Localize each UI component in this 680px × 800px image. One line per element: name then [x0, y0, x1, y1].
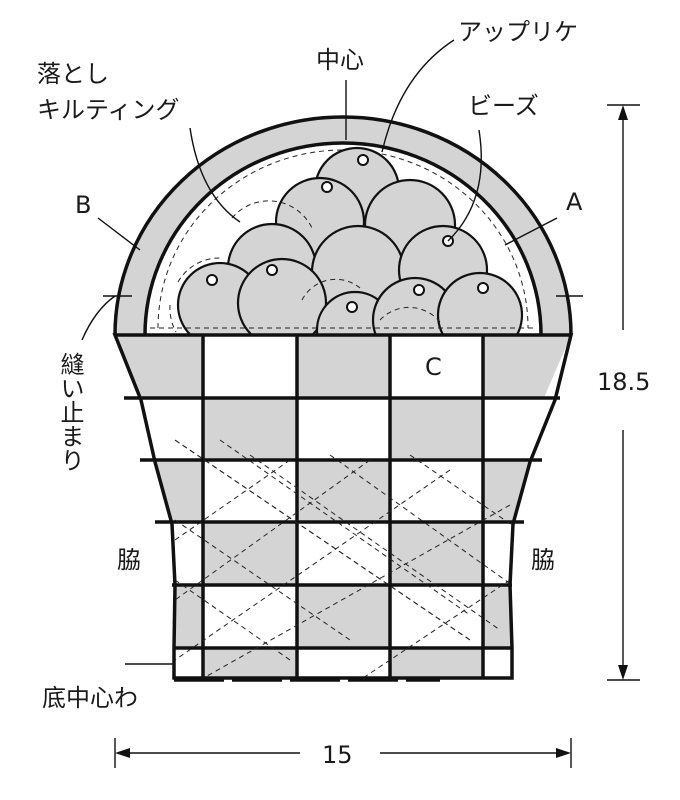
height-dimension	[607, 104, 640, 681]
checker-cell	[203, 522, 297, 585]
checker-cell	[297, 648, 390, 678]
height-dimension-value: 18.5	[597, 368, 650, 396]
width-dimension-value: 15	[322, 741, 353, 769]
checker-cell	[483, 335, 571, 398]
checker-cell	[483, 648, 571, 678]
bead-icon	[346, 301, 358, 313]
part-a-label: A	[566, 188, 583, 216]
bead-icon	[413, 284, 425, 296]
leader-lines	[81, 39, 558, 665]
checker-cell	[297, 335, 390, 398]
otoshi-quilting-label-1: 落とし	[37, 60, 109, 88]
quilting-diagonals	[174, 439, 513, 678]
checker-cell	[297, 398, 390, 460]
beads	[206, 154, 489, 313]
checker-cell	[390, 522, 483, 585]
checker-cell	[483, 460, 571, 522]
side-label-right: 脇	[531, 546, 555, 574]
checker-cell	[483, 398, 571, 460]
bottom-center-fold-label: 底中心わ	[42, 684, 138, 712]
part-b-label: B	[75, 191, 91, 219]
bead-icon	[357, 154, 369, 166]
checker-cell	[203, 335, 297, 398]
checker-cell	[390, 398, 483, 460]
bead-icon	[206, 274, 218, 286]
checker-cell	[483, 585, 571, 648]
checker-cell	[297, 460, 390, 522]
applique-label: アップリケ	[458, 18, 578, 46]
sewing-stop-label: 縫い止まり	[56, 352, 84, 472]
checker-cell	[390, 648, 483, 678]
bead-icon	[321, 181, 333, 193]
checker-cell	[203, 585, 297, 648]
basket-body	[112, 333, 574, 680]
checker-cell	[297, 522, 390, 585]
bead-icon	[477, 282, 489, 294]
center-top-label: 中心	[316, 46, 364, 74]
checker-cell	[390, 460, 483, 522]
checker-cell	[115, 335, 203, 398]
bead-icon	[266, 264, 278, 276]
checker-cell	[203, 648, 297, 678]
width-dimension	[114, 738, 572, 768]
part-c-label: C	[425, 353, 442, 381]
otoshi-quilting-label-2: キルティング	[37, 96, 180, 124]
checker-cell	[203, 398, 297, 460]
side-label-left: 脇	[117, 546, 141, 574]
beads-label: ビーズ	[468, 92, 539, 120]
checker-cell	[297, 585, 390, 648]
checker-cell	[115, 585, 203, 648]
checker-cell	[115, 522, 203, 585]
checker-cell	[390, 585, 483, 648]
checker-cell	[390, 335, 483, 398]
checker-cell	[115, 460, 203, 522]
